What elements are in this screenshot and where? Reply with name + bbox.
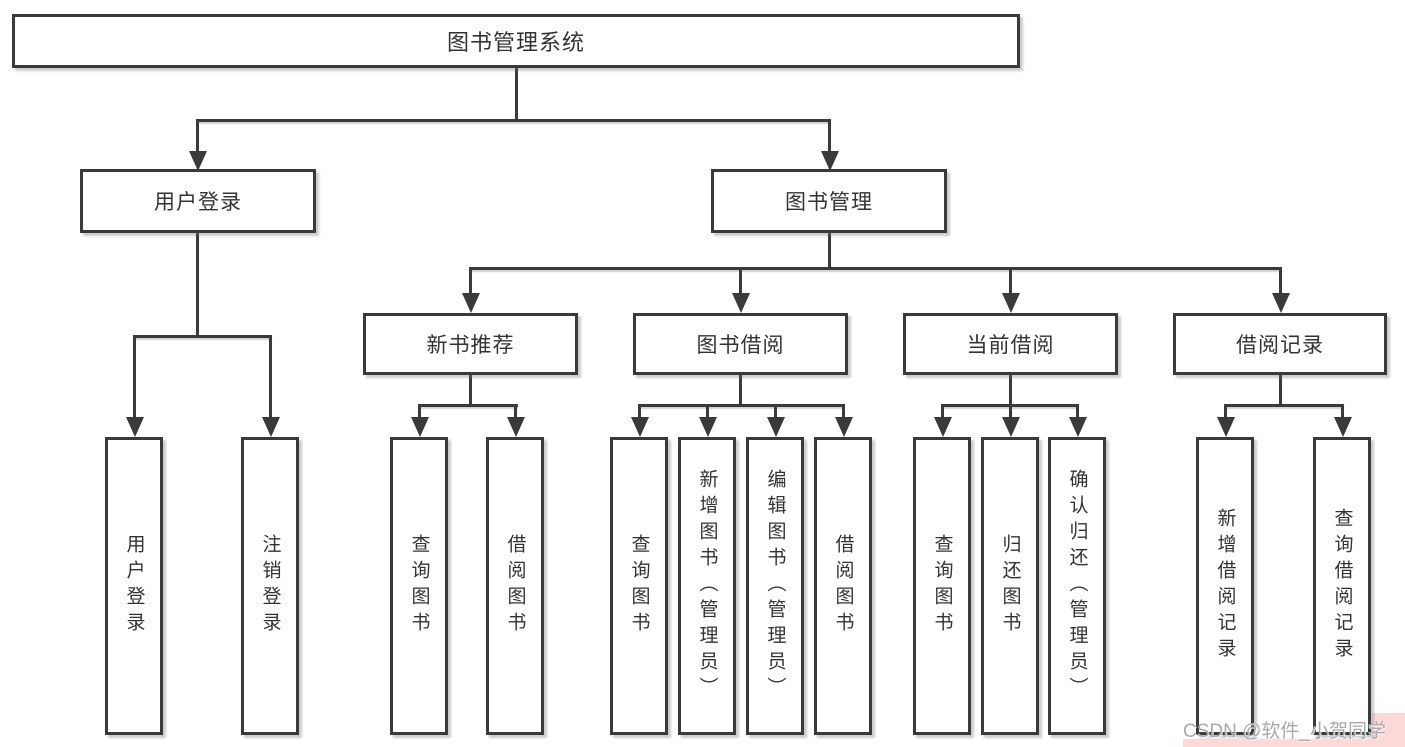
leaf-label: 注销登录 [259, 534, 281, 638]
leaf-query-borrow-record: 查询借阅记录 [1313, 437, 1371, 735]
leaf-label: 新增图书（管理员） [696, 469, 718, 703]
leaf-query-books-borrowing: 查询图书 [610, 437, 668, 735]
leaf-borrow-books-borrowing: 借阅图书 [814, 437, 872, 735]
leaf-logout: 注销登录 [241, 437, 299, 735]
leaf-return-books: 归还图书 [981, 437, 1039, 735]
connector-drop-borrowing [739, 267, 742, 295]
connector-newbooks-stem [469, 373, 472, 407]
connector-drop-leaf [638, 404, 641, 419]
arrow-down-icon [1334, 417, 1352, 437]
node-new-book-recommend: 新书推荐 [363, 313, 578, 375]
watermark-background-corner [1372, 713, 1405, 747]
arrow-down-icon [732, 293, 750, 313]
leaf-label: 用户登录 [123, 534, 145, 638]
leaf-query-books-current: 查询图书 [913, 437, 971, 735]
arrow-down-icon [262, 417, 280, 437]
arrow-down-icon [507, 417, 525, 437]
connector-root-stem [515, 68, 518, 122]
connector-drop-records [1279, 267, 1282, 295]
connector-drop-current [1009, 267, 1012, 295]
leaf-label: 查询图书 [628, 534, 650, 638]
arrow-down-icon [631, 417, 649, 437]
arrow-down-icon [462, 293, 480, 313]
connector-drop-leaf [514, 404, 517, 419]
node-user-login-group: 用户登录 [80, 169, 316, 233]
node-book-management: 图书管理 [711, 169, 947, 233]
leaf-label: 编辑图书（管理员） [764, 469, 786, 703]
arrow-down-icon [821, 151, 839, 171]
connector-records-stem [1279, 373, 1282, 407]
connector-drop-leaf [706, 404, 709, 419]
connector-records-branch [1224, 404, 1344, 407]
connector-drop-logout [269, 335, 272, 419]
connector-user-stem [196, 233, 199, 338]
connector-root-branch [196, 119, 831, 122]
connector-borrowing-branch [638, 404, 845, 407]
watermark-background-strip [1183, 739, 1405, 747]
arrow-down-icon [126, 417, 144, 437]
connector-drop-leaf [1341, 404, 1344, 419]
leaf-label: 查询图书 [408, 534, 430, 638]
arrow-down-icon [835, 417, 853, 437]
leaf-add-borrow-record: 新增借阅记录 [1196, 437, 1254, 735]
arrow-down-icon [934, 417, 952, 437]
leaf-borrow-books-newbooks: 借阅图书 [486, 437, 544, 735]
arrow-down-icon [699, 417, 717, 437]
connector-drop-leaf [774, 404, 777, 419]
connector-drop-user [196, 119, 199, 154]
leaf-label: 确认归还（管理员） [1066, 469, 1088, 703]
connector-borrowing-stem [739, 373, 742, 407]
connector-drop-leaf [941, 404, 944, 419]
connector-book-branch [469, 267, 1282, 270]
connector-drop-leaf [1076, 404, 1079, 419]
node-current-borrowing: 当前借阅 [903, 313, 1118, 375]
leaf-label: 查询图书 [931, 534, 953, 638]
arrow-down-icon [767, 417, 785, 437]
leaf-label: 新增借阅记录 [1214, 508, 1236, 664]
connector-book-stem [828, 233, 831, 270]
connector-drop-leaf [1009, 404, 1012, 419]
leaf-add-book-admin: 新增图书（管理员） [678, 437, 736, 735]
leaf-confirm-return-admin: 确认归还（管理员） [1048, 437, 1106, 735]
arrow-down-icon [1069, 417, 1087, 437]
leaf-query-books-newbooks: 查询图书 [390, 437, 448, 735]
leaf-label: 借阅图书 [832, 534, 854, 638]
connector-drop-leaf [418, 404, 421, 419]
node-library-system: 图书管理系统 [12, 14, 1020, 68]
arrow-down-icon [1217, 417, 1235, 437]
connector-drop-new-books [469, 267, 472, 295]
leaf-label: 借阅图书 [504, 534, 526, 638]
connector-user-branch [133, 335, 272, 338]
connector-drop-leaf [842, 404, 845, 419]
arrow-down-icon [1002, 293, 1020, 313]
node-borrowing-records: 借阅记录 [1173, 313, 1387, 375]
leaf-label: 查询借阅记录 [1331, 508, 1353, 664]
leaf-label: 归还图书 [999, 534, 1021, 638]
arrow-down-icon [411, 417, 429, 437]
node-book-borrowing: 图书借阅 [633, 313, 848, 375]
arrow-down-icon [189, 151, 207, 171]
connector-drop-leaf [1224, 404, 1227, 419]
csdn-watermark: CSDN @软件_小贺同学 [1183, 721, 1386, 742]
arrow-down-icon [1272, 293, 1290, 313]
leaf-edit-book-admin: 编辑图书（管理员） [746, 437, 804, 735]
connector-drop-book [828, 119, 831, 154]
connector-newbooks-branch [418, 404, 518, 407]
connector-drop-user-login [133, 335, 136, 419]
leaf-user-login: 用户登录 [105, 437, 163, 735]
arrow-down-icon [1002, 417, 1020, 437]
connector-current-stem [1009, 373, 1012, 407]
